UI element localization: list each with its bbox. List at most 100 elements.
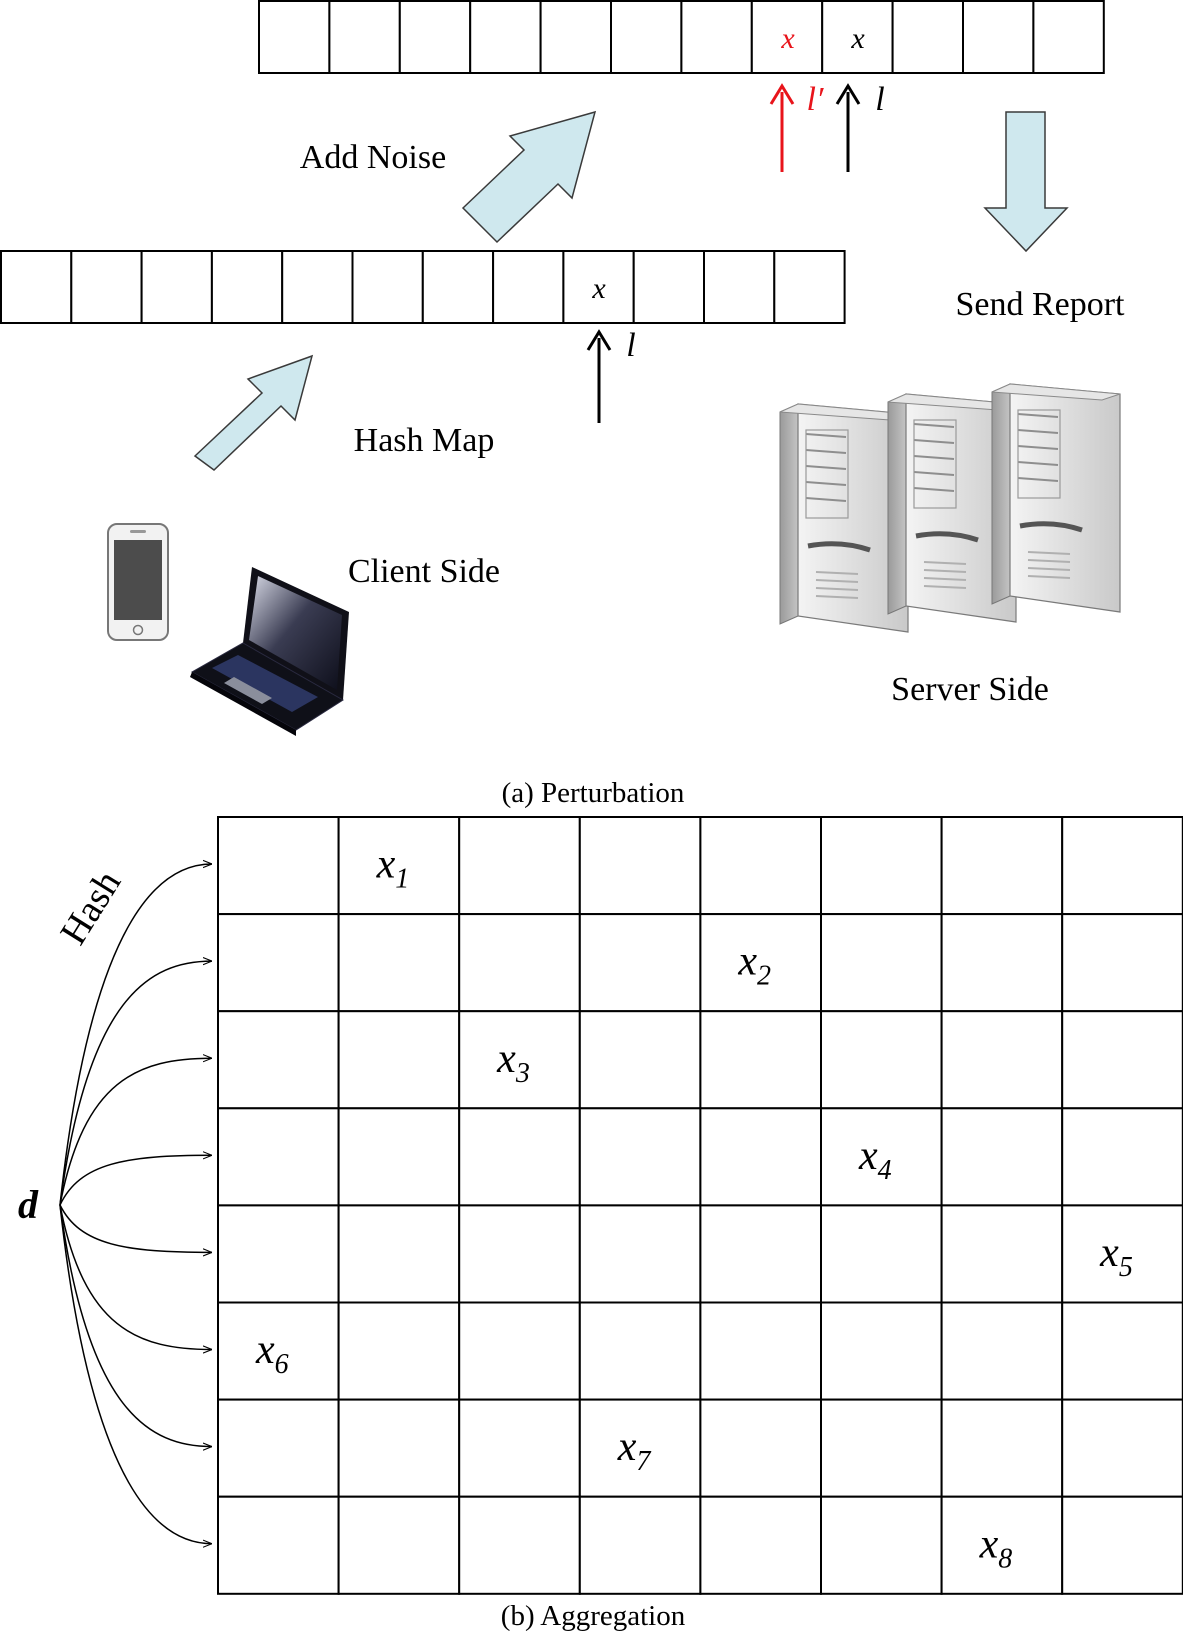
true-cell-mark: x	[850, 22, 865, 55]
add-noise-label: Add Noise	[300, 139, 446, 176]
server-rack-icon	[779, 383, 1121, 633]
grid-cell	[699, 1107, 823, 1207]
smartphone-icon	[107, 523, 169, 641]
noisy-array-cell	[750, 0, 824, 74]
grid-cell	[940, 1495, 1064, 1595]
grid-entry-label: x4	[858, 1133, 892, 1186]
hash-pointer-label: l	[626, 327, 635, 364]
hashed-array-cell	[773, 250, 846, 324]
grid-cell	[337, 1398, 461, 1498]
hash-map-arrow	[193, 354, 314, 471]
hash-arrow	[59, 864, 212, 1206]
grid-cell	[578, 1010, 702, 1110]
grid-entry-label: x5	[1099, 1230, 1133, 1283]
grid-cell	[337, 1301, 461, 1401]
grid-cell	[820, 1107, 943, 1207]
hashed-cell-mark: x	[591, 272, 606, 305]
grid-cell	[458, 913, 581, 1013]
hash-arrow	[59, 1204, 212, 1252]
server-tower-icon	[887, 393, 1017, 623]
noisy-array-cell	[680, 0, 753, 74]
source-label: d	[18, 1182, 39, 1227]
grid-cell	[217, 816, 340, 916]
grid-cell	[940, 816, 1064, 916]
grid-cell	[1061, 913, 1183, 1013]
noise-pointer	[769, 83, 795, 172]
grid-cell	[458, 816, 581, 916]
grid-cell	[699, 1301, 823, 1401]
grid-cell	[578, 1301, 702, 1401]
grid-cell	[217, 1495, 340, 1595]
grid-cell	[1061, 1495, 1183, 1595]
grid-cell	[1061, 816, 1183, 916]
hash-arrow	[59, 961, 212, 1206]
noise-cell-mark: x	[780, 22, 795, 55]
send-report-arrow	[983, 111, 1069, 253]
grid-cell	[940, 1301, 1064, 1401]
grid-cell	[1061, 1398, 1183, 1498]
grid-cell	[820, 913, 943, 1013]
grid-cell	[337, 1010, 461, 1110]
grid-cell	[940, 1398, 1064, 1498]
grid-cell	[820, 1010, 943, 1110]
grid-cell	[578, 913, 702, 1013]
noisy-array-cell	[1032, 0, 1105, 74]
hashed-array-cell	[140, 250, 213, 324]
hashed-array-cell	[0, 250, 73, 324]
true-pointer-top	[835, 83, 861, 172]
hashed-array-cell	[632, 250, 706, 324]
aggregation-grid	[217, 816, 1183, 1595]
grid-cell	[458, 1107, 581, 1207]
server-side-label: Server Side	[891, 671, 1049, 708]
send-report-label: Send Report	[955, 286, 1125, 323]
grid-cell	[578, 816, 702, 916]
grid-cell	[820, 1204, 943, 1304]
grid-cell	[578, 1204, 702, 1304]
server-tower-icon	[991, 383, 1121, 613]
grid-cell	[458, 1495, 581, 1595]
hashed-array-cell	[210, 250, 284, 324]
grid-cell	[820, 816, 943, 916]
client-side-label: Client Side	[348, 553, 500, 590]
grid-cell	[940, 913, 1064, 1013]
grid-cell	[217, 1010, 340, 1110]
grid-cell	[458, 1301, 581, 1401]
true-pointer-top-label: l	[875, 81, 884, 118]
grid-cell	[699, 1204, 823, 1304]
grid-cell	[337, 1495, 461, 1595]
grid-cell	[699, 913, 823, 1013]
laptop-icon	[190, 567, 349, 736]
hashed-array-cell	[492, 250, 565, 324]
hashed-array-cell	[703, 250, 776, 324]
grid-cell	[458, 1010, 581, 1110]
grid-cell	[217, 1204, 340, 1304]
noisy-array-cell	[328, 0, 401, 74]
hashed-array-cell	[351, 250, 424, 324]
noisy-array-cell	[539, 0, 612, 74]
aggregation-caption: (b) Aggregation	[501, 1600, 686, 1631]
grid-cell	[458, 1204, 581, 1304]
grid-cell	[217, 1107, 340, 1207]
grid-cell	[820, 1301, 943, 1401]
grid-cell	[578, 1398, 702, 1498]
hashed-array-cell	[562, 250, 635, 324]
hash-arrow	[59, 1058, 212, 1206]
grid-cell	[940, 1204, 1064, 1304]
grid-cell	[1061, 1010, 1183, 1110]
grid-cell	[578, 1107, 702, 1207]
grid-cell	[699, 1495, 823, 1595]
grid-cell	[217, 913, 340, 1013]
grid-cell	[217, 1301, 340, 1401]
grid-cell	[940, 1010, 1064, 1110]
noise-pointer-label: l′	[807, 81, 824, 118]
hash-map-label: Hash Map	[354, 422, 495, 459]
perturbation-caption: (a) Perturbation	[502, 777, 685, 809]
hash-arrow	[59, 1204, 212, 1447]
hashed-array-cell	[70, 250, 143, 324]
grid-cell	[699, 1398, 823, 1498]
grid-cell	[1061, 1107, 1183, 1207]
